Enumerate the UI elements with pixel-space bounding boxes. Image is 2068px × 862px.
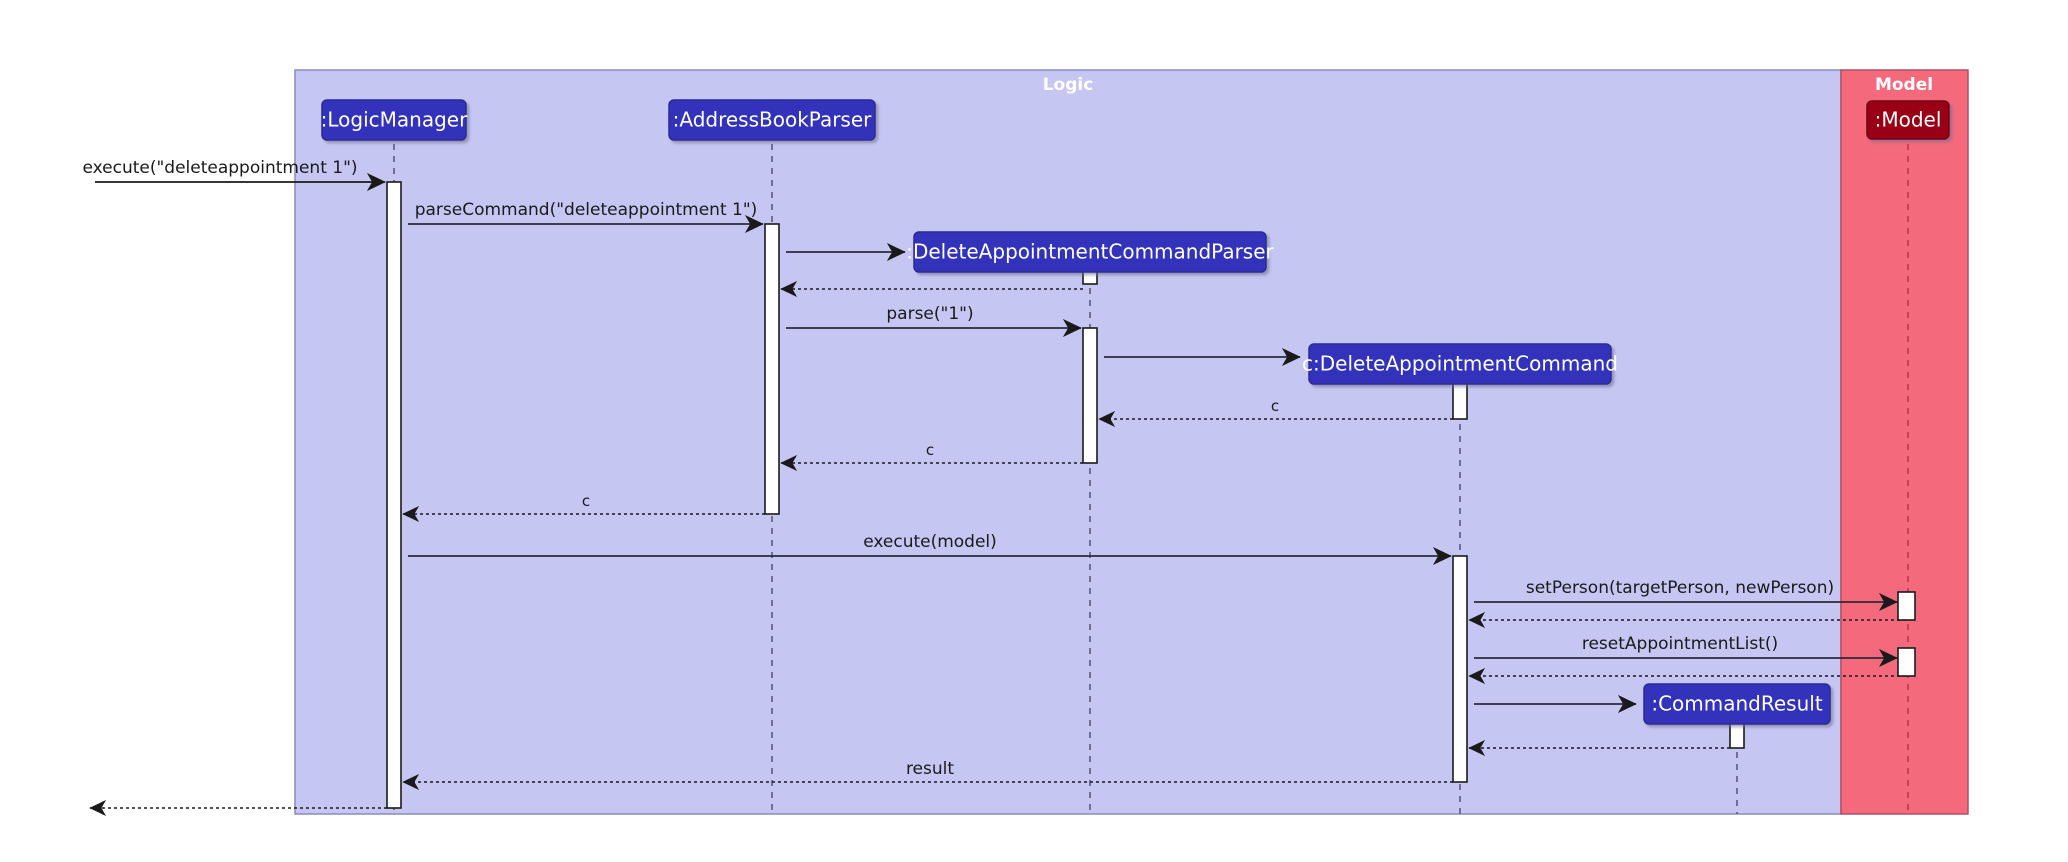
message-label-m8: c bbox=[926, 441, 934, 459]
participant-model[interactable]: :Model bbox=[1866, 100, 1950, 140]
message-label-m9: c bbox=[582, 492, 590, 510]
participant-label-addressbookparser: :AddressBookParser bbox=[673, 108, 873, 132]
message-return-c-parser: c bbox=[780, 441, 1083, 472]
logic-panel-background bbox=[294, 69, 1842, 815]
message-label-m11: setPerson(targetPerson, newPerson) bbox=[1526, 578, 1834, 598]
message-setperson: setPerson(targetPerson, newPerson) bbox=[1474, 578, 1898, 612]
participant-box-deleteappointmentcommandparser[interactable] bbox=[913, 231, 1267, 273]
participant-label-deleteappointmentcommandparser: :DeleteAppointmentCommandParser bbox=[906, 240, 1274, 264]
message-return-c-command: c bbox=[1098, 397, 1453, 428]
participant-label-deleteappointmentcommand: c:DeleteAppointmentCommand bbox=[1302, 352, 1618, 376]
message-resetappointmentlist: resetAppointmentList() bbox=[1474, 634, 1898, 668]
activations-group bbox=[386, 181, 1916, 809]
activation-deleteappointmentcommand-execute bbox=[1452, 555, 1468, 783]
message-label-m2: parseCommand("deleteappointment 1") bbox=[415, 200, 758, 220]
participant-label-logicmanager: :LogicManager bbox=[321, 108, 468, 132]
activation-logicmanager bbox=[386, 181, 402, 809]
activation-model-setperson bbox=[1897, 591, 1916, 621]
activation-addressbookparser bbox=[764, 223, 780, 515]
message-return-c-logicmanager: c bbox=[402, 492, 765, 523]
participant-label-model: :Model bbox=[1875, 108, 1942, 132]
participant-addressbookparser[interactable]: :AddressBookParser bbox=[668, 99, 876, 141]
logic-panel-title: Logic bbox=[1043, 75, 1094, 95]
participant-deleteappointmentcommandparser[interactable]: :DeleteAppointmentCommandParser bbox=[906, 231, 1275, 273]
participant-box-addressbookparser[interactable] bbox=[668, 99, 876, 141]
participant-label-commandresult: :CommandResult bbox=[1651, 692, 1822, 716]
panel-model: Model bbox=[1840, 69, 1969, 815]
message-parse: parse("1") bbox=[786, 304, 1082, 338]
messages-group: execute("deleteappointment 1") parseComm… bbox=[82, 158, 1906, 817]
message-label-m10: execute(model) bbox=[863, 532, 997, 552]
activation-model-resetappointmentlist bbox=[1897, 647, 1916, 677]
panel-logic: Logic bbox=[294, 69, 1842, 815]
message-label-m13: resetAppointmentList() bbox=[1582, 634, 1778, 654]
participant-logicmanager[interactable]: :LogicManager bbox=[321, 99, 468, 141]
model-panel-title: Model bbox=[1875, 75, 1933, 95]
message-result: result bbox=[402, 759, 1453, 791]
activation-deleteappointmentcommandparser-parse bbox=[1082, 327, 1098, 464]
participant-commandresult[interactable]: :CommandResult bbox=[1643, 683, 1831, 725]
participants-group: :LogicManager :AddressBookParser :Delete… bbox=[321, 99, 1950, 725]
participant-box-deleteappointmentcommand[interactable] bbox=[1308, 343, 1612, 385]
message-execute-model: execute(model) bbox=[408, 532, 1452, 566]
message-label-m5: parse("1") bbox=[886, 304, 973, 324]
message-execute-deleteappointment: execute("deleteappointment 1") bbox=[82, 158, 386, 192]
message-label-m17: result bbox=[906, 759, 954, 779]
participant-deleteappointmentcommand[interactable]: c:DeleteAppointmentCommand bbox=[1302, 343, 1618, 385]
participant-box-commandresult[interactable] bbox=[1643, 683, 1831, 725]
model-panel-background bbox=[1840, 69, 1969, 815]
message-label-m7: c bbox=[1271, 397, 1279, 415]
message-parsecommand: parseCommand("deleteappointment 1") bbox=[408, 200, 764, 234]
message-label-m1: execute("deleteappointment 1") bbox=[82, 158, 357, 178]
participant-box-logicmanager[interactable] bbox=[321, 99, 467, 141]
participant-box-model[interactable] bbox=[1866, 100, 1950, 140]
